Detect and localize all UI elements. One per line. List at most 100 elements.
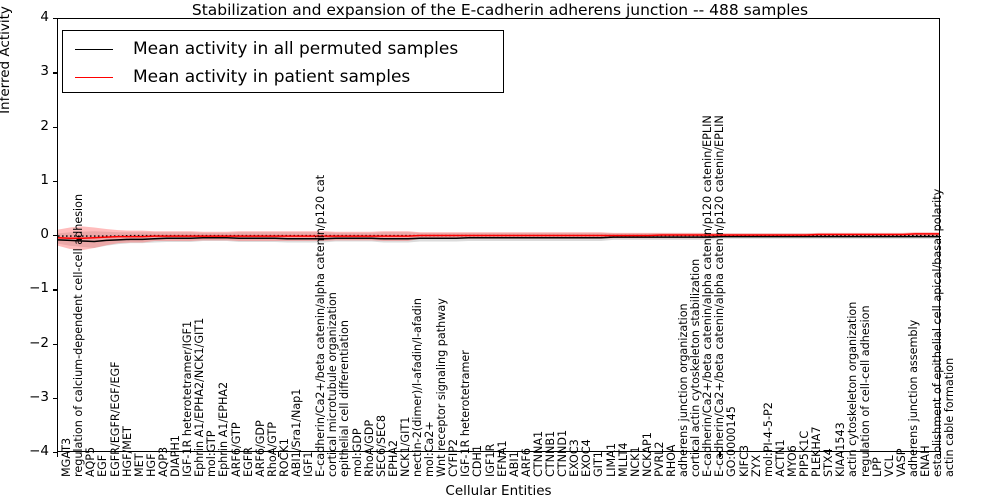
- x-tick-label: IGF1: [302, 451, 316, 477]
- x-tick-label: establishment of epithelial cell apical/…: [931, 188, 945, 477]
- x-tick-label: IGF-1R heterotetramer: [459, 350, 473, 477]
- x-tick-label: E-cadherin/Ca2+/beta catenin/alpha caten…: [713, 115, 727, 477]
- x-tick-mark: [940, 452, 942, 457]
- x-tick-label: PIP5K1C: [798, 430, 812, 477]
- x-tick-label: cortical microtubule organization: [326, 292, 340, 477]
- x-tick-label: PLEKHA7: [810, 426, 824, 477]
- x-tick-label: CYFIP2: [447, 438, 461, 477]
- y-tick-label: −2: [29, 334, 49, 351]
- x-tick-label: GO:0000145: [725, 406, 739, 477]
- x-tick-label: IGF-1R heterotetramer/IGF1: [181, 320, 195, 477]
- x-tick-label: EXOC3: [568, 439, 582, 477]
- x-tick-label: ARF6: [519, 448, 533, 477]
- legend-item: Mean activity in patient samples: [71, 63, 495, 91]
- x-tick-label: RhoA/GDP: [362, 419, 376, 477]
- x-tick-label: NCK1: [628, 446, 642, 477]
- y-tick-label: 1: [40, 171, 49, 188]
- x-tick-label: ENAH: [919, 445, 932, 477]
- x-tick-label: MYO6: [785, 445, 799, 477]
- x-tick-label: ABI1/Sra1/Nap1: [290, 388, 304, 477]
- x-tick-label: adherens junction organization: [677, 303, 691, 477]
- x-tick-label: adherens junction assembly: [906, 319, 920, 477]
- y-tick-label: −3: [29, 388, 49, 405]
- x-tick-label: EGFR/EGFR/EGF/EGF: [108, 361, 122, 477]
- y-tick-label: 2: [40, 117, 49, 134]
- x-tick-label: VCL: [882, 455, 896, 477]
- series-line: [58, 235, 939, 243]
- x-tick-mark: [719, 452, 721, 457]
- x-tick-label: mol:PI-4-5-P2: [761, 402, 775, 477]
- x-tick-label: Ephrin A1/EPHA2/NCK1/GIT1: [193, 317, 207, 477]
- x-tick-label: CTNND1: [556, 429, 570, 477]
- x-tick-mark: [498, 452, 500, 457]
- y-tick-mark: [53, 397, 58, 400]
- plot-canvas: [58, 226, 939, 251]
- x-tick-label: STX4: [822, 448, 836, 477]
- x-tick-label: MGAT3: [60, 437, 74, 477]
- x-tick-label: ROCK1: [277, 438, 291, 477]
- x-tick-label: KIAA1543: [834, 422, 848, 477]
- legend: Mean activity in all permuted samples Me…: [62, 30, 504, 93]
- x-tick-label: actin cytoskeleton organization: [846, 301, 860, 477]
- x-tick-label: ZYX: [749, 454, 763, 477]
- x-tick-label: MET: [132, 453, 146, 477]
- x-tick-label: EGFR: [241, 447, 255, 477]
- y-tick-mark: [53, 72, 58, 74]
- y-tick-label: −1: [29, 280, 49, 297]
- y-tick-mark: [53, 235, 58, 237]
- x-axis-label: Cellular Entities: [445, 483, 552, 499]
- x-tick-label: HGF: [144, 453, 158, 477]
- x-tick-label: mol:Ca2+: [423, 421, 437, 477]
- x-tick-label: ABI1: [507, 451, 521, 477]
- y-tick-mark: [53, 18, 58, 20]
- x-tick-label: E-cadherin/Ca2+/beta catenin/alpha caten…: [701, 115, 715, 477]
- y-tick-label: 0: [40, 226, 49, 242]
- x-tick-label: ARF6/GTP: [229, 422, 243, 477]
- x-tick-label: ARF6/GDP: [253, 420, 267, 477]
- x-tick-label: LIMA1: [604, 443, 618, 477]
- legend-line-swatch-permuted: [75, 48, 113, 50]
- x-tick-label: CDH1: [471, 445, 485, 477]
- x-tick-label: EPHA2: [386, 440, 400, 477]
- x-tick-label: Ephrin A1/EPHA2: [217, 381, 231, 477]
- x-tick-label: EFNA1: [495, 440, 509, 477]
- series-line: [58, 233, 939, 239]
- x-tick-label: regulation of calcium-dependent cell-cel…: [72, 193, 86, 477]
- x-tick-label: SEC6/SEC8: [374, 415, 388, 477]
- legend-label-patient: Mean activity in patient samples: [133, 67, 411, 87]
- x-tick-label: MLLT4: [616, 442, 630, 477]
- x-tick-label: CTNNA1: [531, 430, 545, 477]
- x-tick-label: EXOC4: [580, 439, 594, 477]
- x-tick-label: regulation of cell-cell adhesion: [858, 305, 872, 477]
- x-tick-mark: [57, 452, 59, 457]
- y-tick-mark: [53, 452, 58, 454]
- x-tick-label: E-cadherin/Ca2+/beta catenin/alpha caten…: [314, 174, 328, 477]
- x-tick-label: AQP3: [156, 446, 170, 477]
- x-tick-label: DIAPH1: [169, 435, 183, 477]
- x-tick-label: IGF1R: [483, 443, 497, 477]
- x-tick-label: mol:GTP: [205, 430, 219, 477]
- y-tick-label: −4: [29, 443, 49, 459]
- x-tick-label: cortical actin cytoskeleton stabilizatio…: [689, 258, 703, 477]
- y-tick-label: 3: [40, 63, 49, 80]
- x-tick-label: KIFC3: [737, 444, 751, 477]
- legend-line-swatch-patient: [75, 76, 113, 78]
- y-tick-mark: [53, 126, 58, 128]
- x-tick-label: Wnt receptor signaling pathway: [435, 298, 449, 477]
- x-tick-label: NCKAP1: [640, 432, 654, 477]
- x-tick-label: RhoA/GTP: [265, 422, 279, 477]
- x-tick-label: VASP: [894, 448, 908, 477]
- x-tick-label: nectin-2(dimer)/l-afadin/l-afadin: [410, 298, 424, 477]
- x-tick-label: ACTN1: [773, 439, 787, 477]
- x-tick-label: LPP: [870, 457, 884, 477]
- chart-title: Stabilization and expansion of the E-cad…: [191, 1, 809, 19]
- x-tick-label: RHOA: [664, 444, 678, 477]
- x-tick-mark: [277, 452, 280, 457]
- y-tick-mark: [53, 343, 58, 345]
- y-tick-mark: [53, 289, 58, 291]
- x-tick-label: NCK1/GIT1: [398, 416, 412, 477]
- legend-item: Mean activity in all permuted samples: [71, 35, 495, 63]
- y-tick-mark: [53, 180, 58, 183]
- x-tick-label: HGF/MET: [120, 426, 134, 477]
